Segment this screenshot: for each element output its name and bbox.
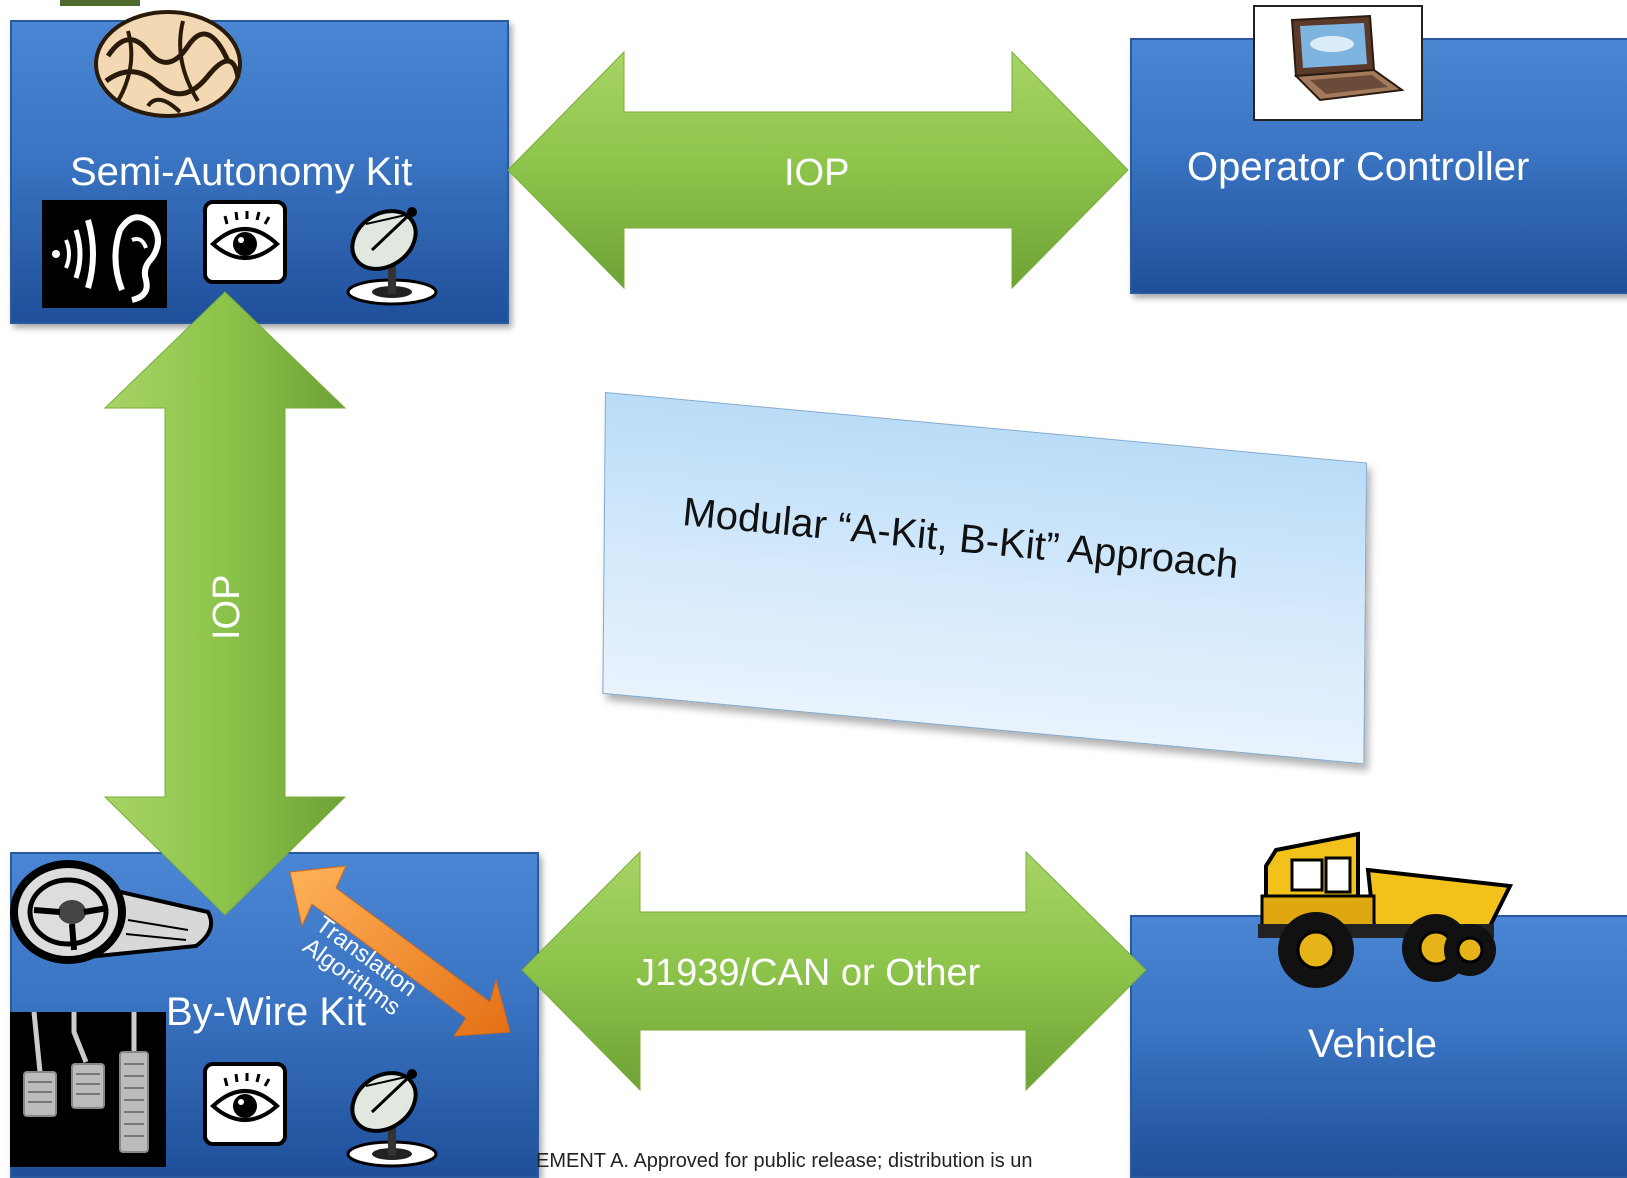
iop-left-arrow [103,291,347,916]
operator-controller-label: Operator Controller [1187,145,1530,189]
iop-top-label: IOP [784,152,850,194]
satellite-dish-icon-bottom [346,1069,438,1168]
pedals-icon [10,1012,166,1167]
semi-autonomy-kit-label: Semi-Autonomy Kit [70,150,413,194]
iop-top-arrow [507,50,1129,290]
brain-icon [94,10,242,118]
j1939-label: J1939/CAN or Other [636,952,981,994]
dump-truck-icon [1258,831,1514,988]
translation-arrow [289,865,511,1037]
sound-ear-icon [42,200,167,308]
by-wire-kit-label: By-Wire Kit [166,990,366,1034]
corner-fragment [60,0,140,6]
distribution-statement: EMENT A. Approved for public release; di… [536,1150,1033,1172]
vehicle-label: Vehicle [1308,1022,1437,1066]
eye-icon [203,200,287,284]
eye-icon-bottom [203,1062,287,1146]
j1939-arrow [521,850,1147,1092]
vehicle-box [1130,915,1627,1178]
steering-wheel-icon [10,860,213,964]
iop-left-label: IOP [206,574,248,640]
satellite-dish-icon [346,207,438,306]
laptop-icon [1290,14,1405,102]
